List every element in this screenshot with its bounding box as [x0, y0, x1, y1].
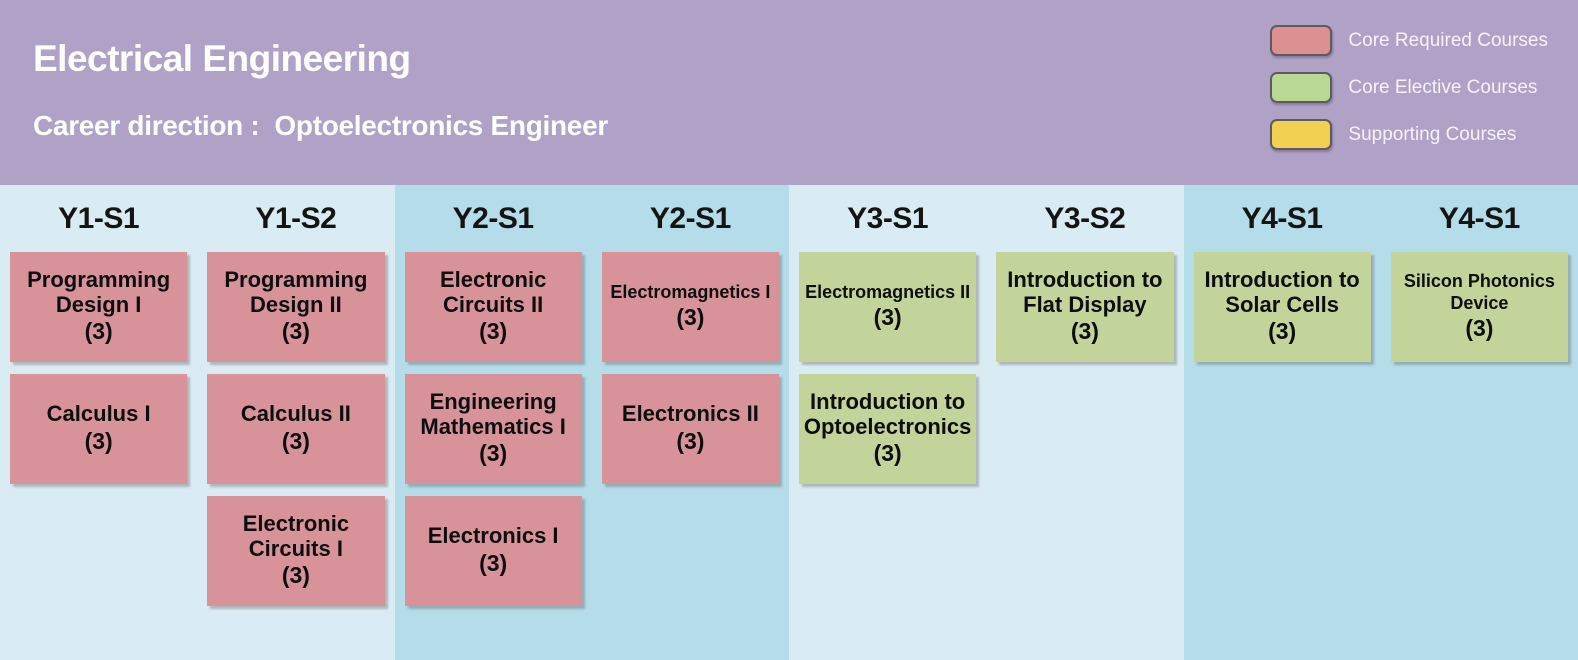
course-name: Electronic Circuits II	[439, 266, 547, 317]
course-credits: (3)	[281, 562, 310, 589]
course-name: Calculus I	[46, 401, 151, 427]
legend-label: Core Required Courses	[1348, 29, 1548, 51]
column-header: Y1-S2	[255, 202, 337, 235]
course-card-list: Programming Design II(3)Calculus II(3)El…	[197, 252, 394, 606]
legend-label: Core Elective Courses	[1348, 76, 1538, 98]
legend-item-core-elective: Core Elective Courses	[1270, 72, 1548, 103]
course-credits: (3)	[1070, 318, 1099, 345]
column-header: Y4-S1	[1241, 202, 1323, 235]
page-title: Electrical Engineering	[33, 38, 411, 79]
course-name: Programming Design II	[224, 266, 368, 317]
course-card: Calculus I(3)	[10, 374, 188, 484]
legend-item-supporting: Supporting Courses	[1270, 119, 1548, 150]
course-card: Calculus II(3)	[207, 374, 385, 484]
course-card: Electronic Circuits I(3)	[207, 496, 385, 606]
course-credits: (3)	[479, 318, 508, 345]
course-credits: (3)	[281, 318, 310, 345]
column-header: Y3-S2	[1044, 202, 1126, 235]
course-name: Calculus II	[240, 401, 351, 427]
course-card: Electronics I(3)	[404, 496, 582, 606]
course-name: Introduction to Optoelectronics	[803, 388, 972, 439]
course-credits: (3)	[676, 428, 705, 455]
column-header: Y1-S1	[58, 202, 140, 235]
column-header: Y4-S1	[1438, 202, 1520, 235]
slide-header: Electrical Engineering Career direction …	[0, 0, 1578, 185]
supporting-swatch-icon	[1270, 119, 1333, 150]
course-name: Electronic Circuits I	[242, 510, 350, 561]
course-card-list: Silicon Photonics Device(3)	[1381, 252, 1578, 362]
course-name: Introduction to Solar Cells	[1204, 266, 1360, 317]
course-credits: (3)	[84, 428, 113, 455]
course-card-list: Electromagnetics I(3)Electronics II(3)	[592, 252, 789, 484]
course-credits: (3)	[1268, 318, 1297, 345]
course-card: Silicon Photonics Device(3)	[1390, 252, 1568, 362]
course-name: Electronics II	[621, 401, 759, 427]
course-name: Programming Design I	[27, 266, 171, 317]
course-card: Introduction to Optoelectronics(3)	[799, 374, 977, 484]
course-card: Electromagnetics II(3)	[799, 252, 977, 362]
course-card: Programming Design I(3)	[10, 252, 188, 362]
course-credits: (3)	[281, 428, 310, 455]
course-credits: (3)	[479, 550, 508, 577]
course-card: Introduction to Solar Cells(3)	[1193, 252, 1371, 362]
course-credits: (3)	[479, 440, 508, 467]
course-name: Electromagnetics I	[610, 282, 771, 302]
course-card: Engineering Mathematics I(3)	[404, 374, 582, 484]
course-credits: (3)	[84, 318, 113, 345]
course-card: Electromagnetics I(3)	[601, 252, 779, 362]
course-card-list: Programming Design I(3)Calculus I(3)	[0, 252, 197, 484]
course-credits: (3)	[1465, 314, 1494, 341]
column-header: Y3-S1	[847, 202, 929, 235]
column-header: Y2-S1	[452, 202, 534, 235]
course-name: Introduction to Flat Display	[1007, 266, 1163, 317]
column-header: Y2-S1	[649, 202, 731, 235]
career-direction-subtitle: Career direction : Optoelectronics Engin…	[33, 110, 608, 141]
legend-label: Supporting Courses	[1348, 123, 1517, 145]
legend-item-core-required: Core Required Courses	[1270, 25, 1548, 56]
course-credits: (3)	[873, 440, 902, 467]
core-required-swatch-icon	[1270, 25, 1333, 56]
course-credits: (3)	[676, 304, 705, 331]
core-elective-swatch-icon	[1270, 72, 1333, 103]
course-credits: (3)	[873, 304, 902, 331]
course-name: Electromagnetics II	[805, 282, 971, 302]
course-card: Electronics II(3)	[601, 374, 779, 484]
course-card-list: Introduction to Solar Cells(3)	[1184, 252, 1381, 362]
course-card-list: Introduction to Flat Display(3)	[986, 252, 1183, 362]
course-card: Programming Design II(3)	[207, 252, 385, 362]
course-card: Electronic Circuits II(3)	[404, 252, 582, 362]
course-card-list: Electronic Circuits II(3)Engineering Mat…	[395, 252, 592, 606]
course-name: Silicon Photonics Device	[1403, 271, 1555, 313]
course-card-list: Electromagnetics II(3)Introduction to Op…	[789, 252, 986, 484]
course-name: Electronics I	[427, 523, 559, 549]
course-card: Introduction to Flat Display(3)	[996, 252, 1174, 362]
course-name: Engineering Mathematics I	[420, 388, 566, 439]
